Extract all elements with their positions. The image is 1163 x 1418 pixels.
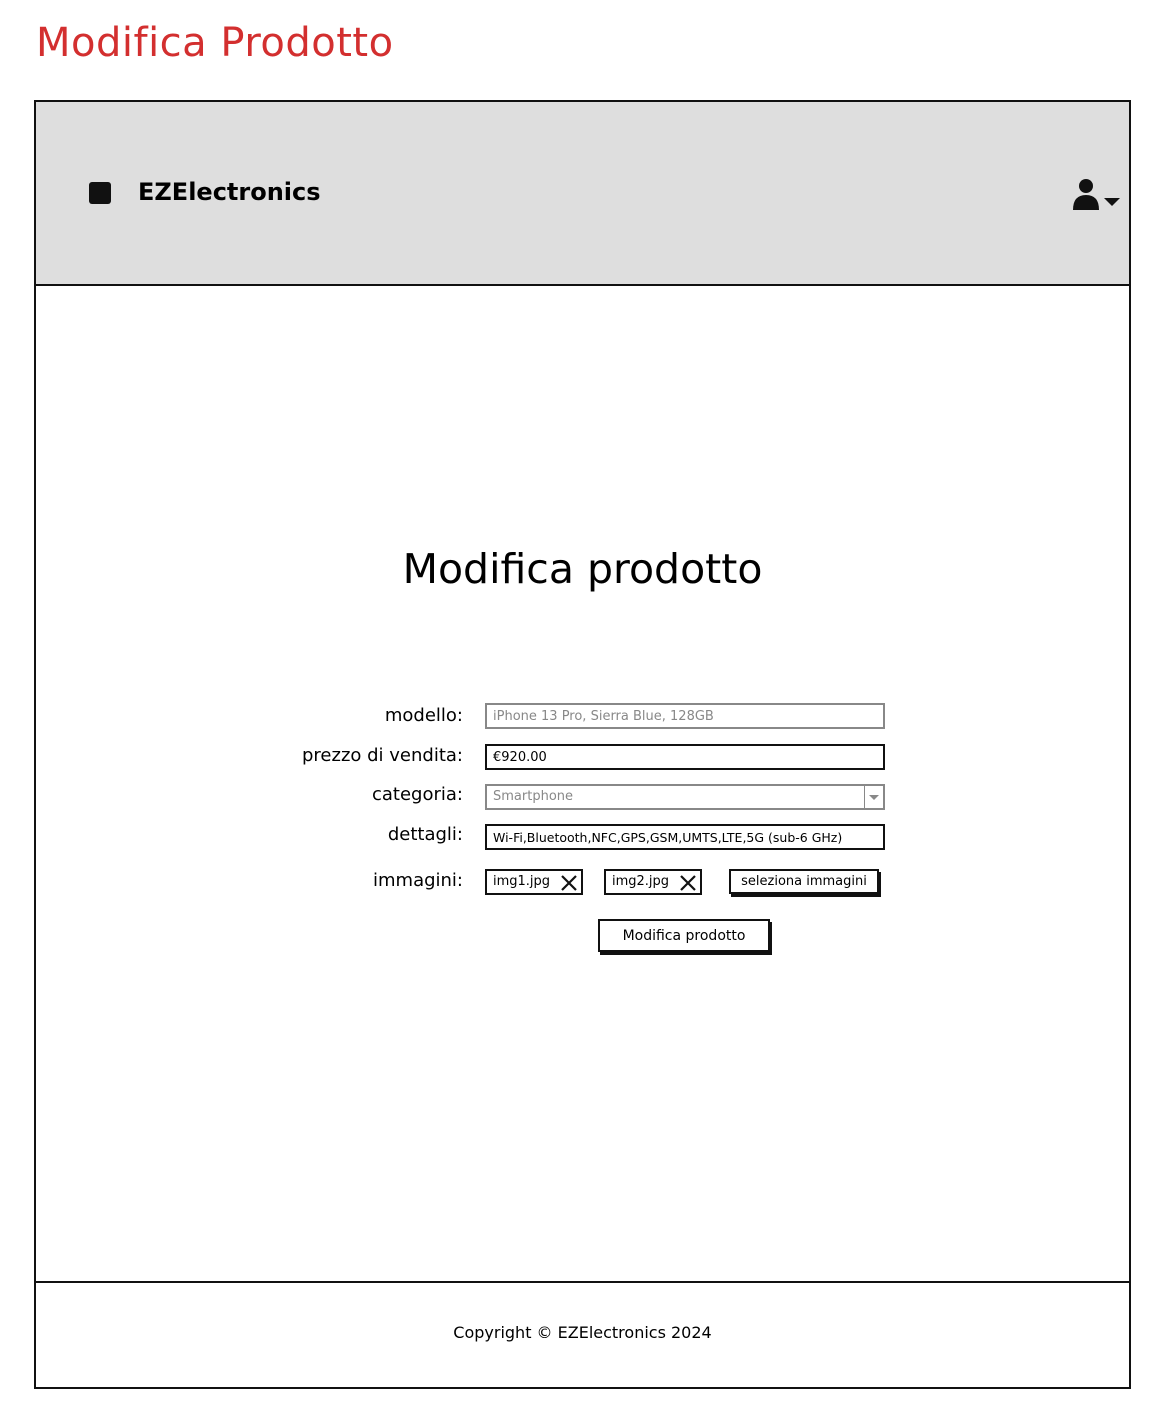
close-icon[interactable] — [678, 873, 698, 893]
details-label: dettagli: — [387, 824, 463, 845]
select-images-button[interactable]: seleziona immagini — [729, 869, 879, 894]
square-logo-icon — [89, 182, 111, 204]
user-menu-button[interactable] — [1071, 178, 1123, 212]
category-selected-value: Smartphone — [493, 789, 574, 804]
images-label: immagini: — [373, 870, 463, 891]
form-row-images: immagini: img1.jpg img2.jpg seleziona im… — [36, 869, 1129, 899]
header-bar: EZElectronics — [36, 102, 1129, 286]
page-title: Modifica Prodotto — [36, 20, 394, 66]
model-label: modello: — [384, 705, 463, 726]
model-input[interactable] — [485, 703, 885, 729]
form-row-model: modello: — [36, 703, 1129, 733]
submit-modify-button[interactable]: Modifica prodotto — [598, 919, 770, 952]
copyright-text: Copyright © EZElectronics 2024 — [453, 1323, 712, 1342]
close-icon[interactable] — [559, 873, 579, 893]
form-row-price: prezzo di vendita: — [36, 744, 1129, 774]
form-row-details: dettagli: — [36, 824, 1129, 854]
category-label: categoria: — [372, 784, 463, 805]
chevron-down-icon — [864, 786, 883, 808]
price-label: prezzo di vendita: — [302, 745, 463, 766]
app-window: EZElectronics Modifica prodotto modello:… — [34, 100, 1131, 1389]
image-chip: img2.jpg — [604, 869, 702, 895]
brand-name[interactable]: EZElectronics — [138, 178, 321, 206]
image-chip-name: img2.jpg — [612, 874, 670, 889]
main-title: Modifica prodotto — [402, 545, 763, 593]
price-input[interactable] — [485, 744, 885, 770]
form-row-category: categoria: Smartphone — [36, 784, 1129, 814]
image-chip: img1.jpg — [485, 869, 583, 895]
details-input[interactable] — [485, 824, 885, 850]
category-select[interactable]: Smartphone — [485, 784, 885, 810]
caret-down-icon — [1104, 198, 1120, 206]
footer: Copyright © EZElectronics 2024 — [36, 1281, 1129, 1387]
image-chip-name: img1.jpg — [493, 874, 551, 889]
user-icon — [1073, 179, 1120, 210]
